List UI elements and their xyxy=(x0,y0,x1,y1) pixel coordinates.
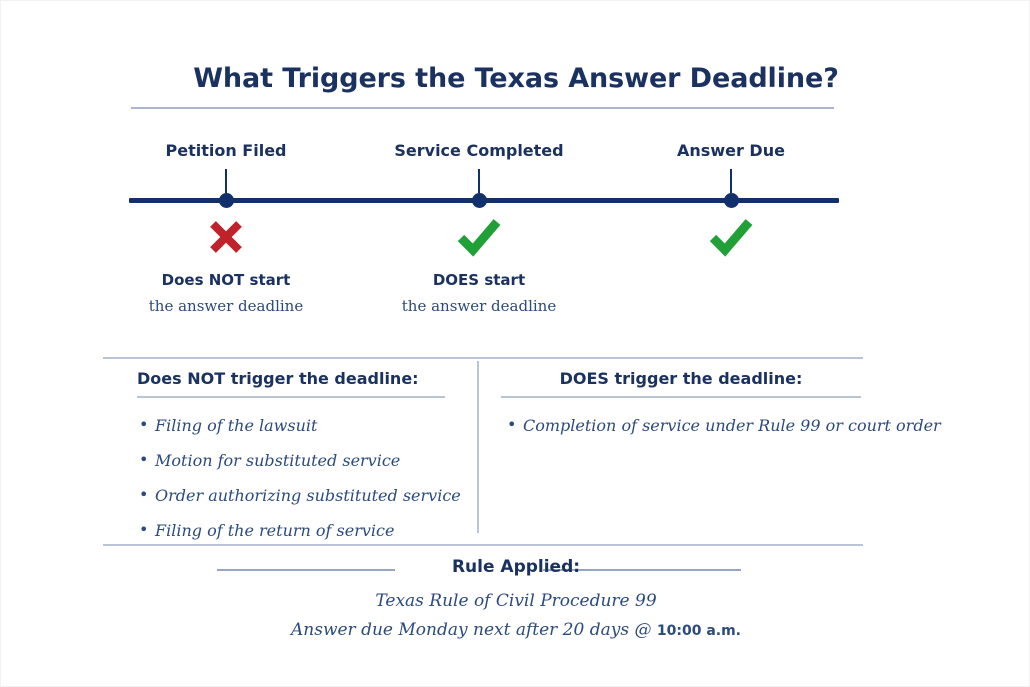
rule-citation: Texas Rule of Civil Procedure 99 xyxy=(375,591,657,611)
check-icon xyxy=(369,217,589,261)
answer-due-statement: Answer due Monday next after 20 days @ 1… xyxy=(1,620,1029,640)
timeline-node-label: Service Completed xyxy=(394,141,564,160)
list-item: Motion for substituted service xyxy=(137,450,457,470)
answer-due-time: 10:00 a.m. xyxy=(656,623,741,639)
check-icon xyxy=(621,217,841,261)
panel-top-divider xyxy=(103,357,863,359)
rule-applied-heading: Rule Applied: xyxy=(451,557,581,577)
does-trigger-column: DOES trigger the deadline: Completion of… xyxy=(501,369,941,451)
timeline-node-dot xyxy=(219,193,234,208)
list-item: Filing of the lawsuit xyxy=(137,415,457,435)
timeline-node-dot xyxy=(472,193,487,208)
does-not-trigger-column: Does NOT trigger the deadline: Filing of… xyxy=(137,369,461,556)
panel-column-divider xyxy=(477,361,479,533)
rule-applied-heading-row: Rule Applied: xyxy=(1,557,1029,581)
does-not-trigger-list: Filing of the lawsuit Motion for substit… xyxy=(137,415,461,540)
does-trigger-heading-divider xyxy=(501,396,861,398)
timeline-node-caption-sub: the answer deadline xyxy=(401,297,557,315)
title-divider xyxy=(131,107,834,109)
timeline-axis xyxy=(129,198,839,203)
does-not-trigger-heading: Does NOT trigger the deadline: xyxy=(137,369,419,388)
timeline-node-label: Petition Filed xyxy=(165,141,287,160)
rule-applied-divider-left xyxy=(217,569,395,571)
timeline-node-stem xyxy=(730,169,732,193)
does-trigger-list: Completion of service under Rule 99 or c… xyxy=(501,415,941,435)
answer-due-prefix: Answer due Monday next after 20 days @ xyxy=(291,620,657,640)
timeline-node-stem xyxy=(478,169,480,193)
timeline-node-dot xyxy=(724,193,739,208)
rule-applied-divider-right xyxy=(543,569,741,571)
list-item: Completion of service under Rule 99 or c… xyxy=(501,415,941,435)
timeline-node-label: Answer Due xyxy=(677,141,785,160)
timeline-node-stem xyxy=(225,169,227,193)
timeline-node-caption-strong: DOES start xyxy=(432,271,526,289)
panel-bottom-divider xyxy=(103,544,863,546)
page-title: What Triggers the Texas Answer Deadline? xyxy=(193,63,839,94)
list-item: Order authorizing substituted service xyxy=(137,485,461,505)
timeline-node-caption-sub: the answer deadline xyxy=(148,297,304,315)
does-not-trigger-heading-divider xyxy=(137,396,445,398)
list-item: Filing of the return of service xyxy=(137,520,457,540)
cross-icon xyxy=(116,217,336,261)
does-trigger-heading: DOES trigger the deadline: xyxy=(559,369,803,388)
timeline-node-caption-strong: Does NOT start xyxy=(161,271,291,289)
rule-applied-footer: Rule Applied: Texas Rule of Civil Proced… xyxy=(1,557,1029,640)
